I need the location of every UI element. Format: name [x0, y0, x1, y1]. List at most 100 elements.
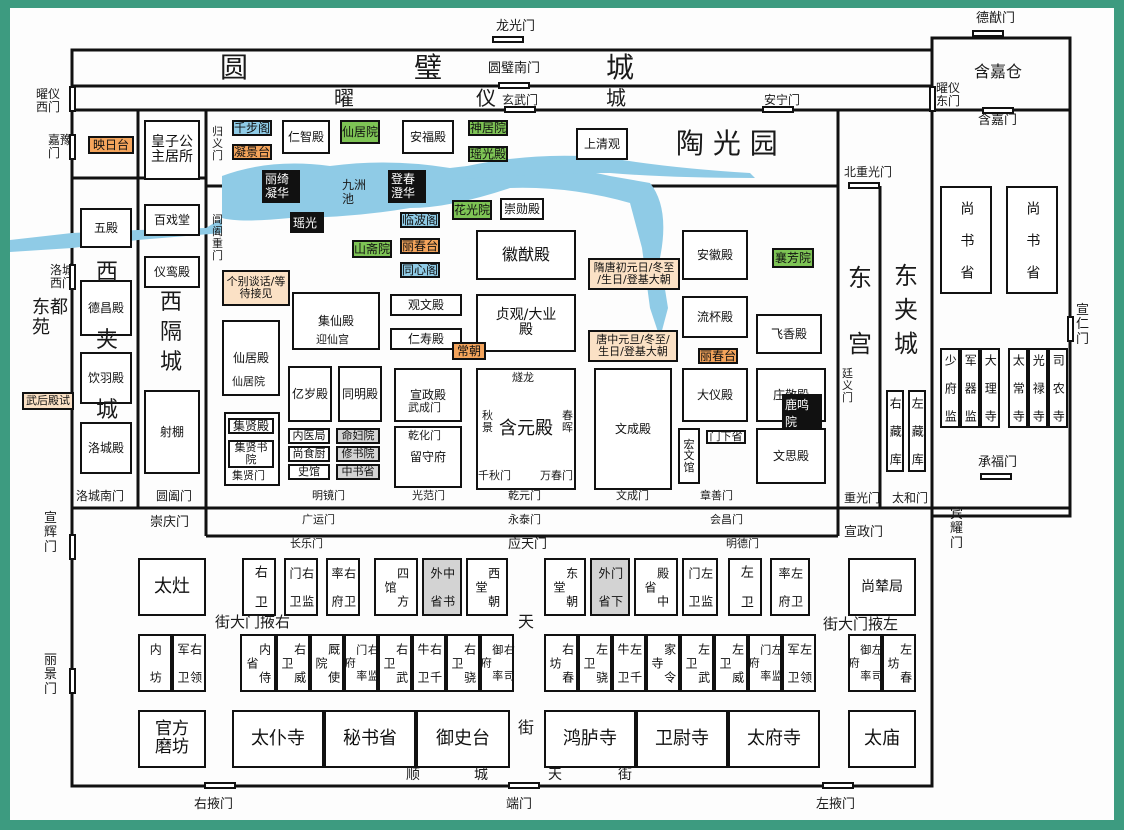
- zuo-qianniu-wei[interactable]: 左 千 牛 卫: [612, 634, 646, 692]
- tai-miao[interactable]: 太庙: [848, 710, 916, 768]
- yaoguang-dian[interactable]: 瑶光殿: [468, 146, 508, 162]
- shangqing-guan[interactable]: 上清观: [576, 128, 628, 160]
- renzhi-dian[interactable]: 仁智殿: [282, 120, 330, 154]
- luocheng-dian[interactable]: 洛城殿: [80, 422, 132, 474]
- jiushi-yuan[interactable]: 厩 使 院: [310, 634, 344, 692]
- zuo-wei[interactable]: 左 卫: [728, 558, 762, 616]
- neiyi-ju[interactable]: 内医局: [288, 428, 330, 444]
- deyou-gate[interactable]: [972, 30, 1004, 37]
- hongwen-guan[interactable]: 宏 文 馆: [678, 428, 700, 484]
- xi-chao-tang[interactable]: 西 朝 堂: [466, 558, 508, 616]
- qianbu-ge[interactable]: 千步阁: [232, 120, 272, 136]
- you-zang-ku[interactable]: 右 藏 库: [886, 390, 904, 472]
- zuo-jianmen-wei[interactable]: 左 监 门 卫: [682, 558, 718, 616]
- xuanwu-gate[interactable]: [504, 106, 536, 113]
- shangshi-chu[interactable]: 尚食厨: [288, 446, 330, 462]
- shaofu-jian[interactable]: 少 府 监: [940, 348, 960, 428]
- yiluan-dian[interactable]: 仪鸾殿: [144, 256, 200, 288]
- you-wei-wei[interactable]: 右 威 卫: [276, 634, 310, 692]
- wuhou-dianshi[interactable]: 武后殿试: [22, 392, 74, 410]
- yisui-dian[interactable]: 亿岁殿: [288, 366, 332, 422]
- dali-si[interactable]: 大 理 寺: [980, 348, 1000, 428]
- nei-shi-sheng[interactable]: 内 侍 省: [240, 634, 276, 692]
- junqi-jian[interactable]: 军 器 监: [960, 348, 980, 428]
- lichun-tai[interactable]: 丽春台: [400, 238, 440, 254]
- jixian-dian[interactable]: 集仙殿: [292, 292, 380, 350]
- yinyu-dian[interactable]: 饮羽殿: [80, 352, 132, 404]
- huaguang-yuan[interactable]: 花光院: [452, 200, 492, 220]
- taichang-si[interactable]: 太 常 寺: [1008, 348, 1028, 428]
- anfu-dian[interactable]: 安福殿: [402, 120, 454, 154]
- you-xiao-wei[interactable]: 右 骁 卫: [446, 634, 480, 692]
- beichongguang-gate[interactable]: [848, 182, 880, 189]
- zuo-lingjun-wei[interactable]: 左 领 军 卫: [782, 634, 816, 692]
- shanzhai-yuan[interactable]: 山斋院: [352, 240, 392, 258]
- you-chun-fang[interactable]: 右 春 坊: [544, 634, 578, 692]
- chongxun-dian[interactable]: 崇勋殿: [500, 198, 544, 220]
- guanwen-dian[interactable]: 观文殿: [390, 294, 462, 316]
- tongxin-ge[interactable]: 同心阁: [400, 262, 440, 278]
- yushi-tai[interactable]: 御史台: [416, 710, 510, 768]
- hanyuan-dian[interactable]: 含元殿: [476, 368, 576, 490]
- nei-fang[interactable]: 内 坊: [138, 634, 172, 692]
- anning-gate[interactable]: [762, 106, 794, 113]
- xianju-yuan[interactable]: 仙居院: [340, 120, 380, 144]
- xuanzheng-dian[interactable]: 宣政殿: [394, 368, 462, 422]
- huiyou-dian[interactable]: 徽猷殿: [476, 230, 576, 280]
- liying-gate[interactable]: [69, 668, 76, 694]
- shenju-yuan[interactable]: 神居院: [468, 120, 508, 136]
- dayi-dian[interactable]: 大仪殿: [682, 368, 748, 422]
- longguang-gate[interactable]: [492, 36, 524, 43]
- duan-gate[interactable]: [508, 782, 540, 789]
- tongming-dian[interactable]: 同明殿: [338, 366, 382, 422]
- zhongshu-sheng[interactable]: 中书省: [336, 464, 380, 480]
- jialing-si[interactable]: 家 令 寺: [646, 634, 680, 692]
- guanglu-si[interactable]: 光 禄 寺: [1028, 348, 1048, 428]
- huangzi-residence[interactable]: 皇子公 主居所: [144, 120, 200, 180]
- you-wu-wei[interactable]: 右 武 卫: [378, 634, 412, 692]
- zuo-weishuai-fu[interactable]: 左 卫 率 府: [770, 558, 810, 616]
- zuo-wei-wei[interactable]: 左 威 卫: [714, 634, 748, 692]
- taifu-si[interactable]: 太府寺: [728, 710, 820, 768]
- youye-gate[interactable]: [204, 782, 236, 789]
- xuanren-gate[interactable]: [1067, 316, 1074, 342]
- you-qianniu-wei[interactable]: 右 千 牛 卫: [412, 634, 446, 692]
- jiayu-gate[interactable]: [69, 134, 76, 160]
- shangshu-sheng-1[interactable]: 尚 书 省: [940, 186, 992, 294]
- zuo-chun-fang[interactable]: 左 春 坊: [882, 634, 916, 692]
- she-peng[interactable]: 射棚: [144, 390, 200, 474]
- jixian-shuyuan[interactable]: 集贤书 院: [228, 440, 274, 468]
- zuo-zang-ku[interactable]: 左 藏 库: [908, 390, 926, 472]
- menxia-sheng[interactable]: 门下省: [706, 430, 746, 444]
- chengfu-gate[interactable]: [980, 473, 1012, 480]
- xianju-dian[interactable]: 仙居殿: [222, 320, 280, 396]
- hanjia-gate[interactable]: [982, 107, 1014, 114]
- renshou-dian[interactable]: 仁寿殿: [390, 328, 462, 350]
- shangnian-ju[interactable]: 尚辇局: [848, 558, 916, 616]
- weiwei-si[interactable]: 卫尉寺: [636, 710, 728, 768]
- mishu-sheng[interactable]: 秘书省: [324, 710, 416, 768]
- yaoyi-east-gate[interactable]: [929, 86, 936, 112]
- liqi-ninghua[interactable]: 丽绮 凝华: [262, 170, 300, 203]
- xiangfang-yuan[interactable]: 襄芳院: [772, 248, 814, 268]
- you-jianmen-wei[interactable]: 右 监 门 卫: [284, 558, 318, 616]
- anhui-dian[interactable]: 安徽殿: [682, 230, 748, 280]
- wencheng-dian[interactable]: 文成殿: [594, 368, 672, 490]
- shangshu-sheng-2[interactable]: 尚 书 省: [1006, 186, 1058, 294]
- menxia-wai-sheng[interactable]: 门 下 外 省: [590, 558, 630, 616]
- liushou-fu[interactable]: 留守府: [394, 426, 462, 488]
- honglu-si[interactable]: 鸿胪寺: [544, 710, 636, 768]
- baixi-tang[interactable]: 百戏堂: [144, 204, 200, 236]
- yuanbinan-gate[interactable]: [498, 82, 530, 89]
- guanfang-mofang[interactable]: 官方 磨坊: [138, 710, 206, 768]
- tai-zao[interactable]: 太灶: [138, 558, 206, 616]
- shi-guan[interactable]: 史馆: [288, 464, 330, 480]
- feixiang-dian[interactable]: 飞香殿: [756, 314, 822, 354]
- ningjing-tai[interactable]: 凝景台: [232, 144, 272, 160]
- sifang-guan[interactable]: 四 方 馆: [374, 558, 418, 616]
- lichun-tai-east[interactable]: 丽春台: [698, 348, 738, 364]
- wensi-dian[interactable]: 文思殿: [756, 428, 826, 484]
- zhongshu-wai-sheng[interactable]: 中 书 外 省: [422, 558, 462, 616]
- xiushu-yuan[interactable]: 修书院: [336, 446, 380, 462]
- yaoguang-island[interactable]: 瑶光: [290, 212, 324, 233]
